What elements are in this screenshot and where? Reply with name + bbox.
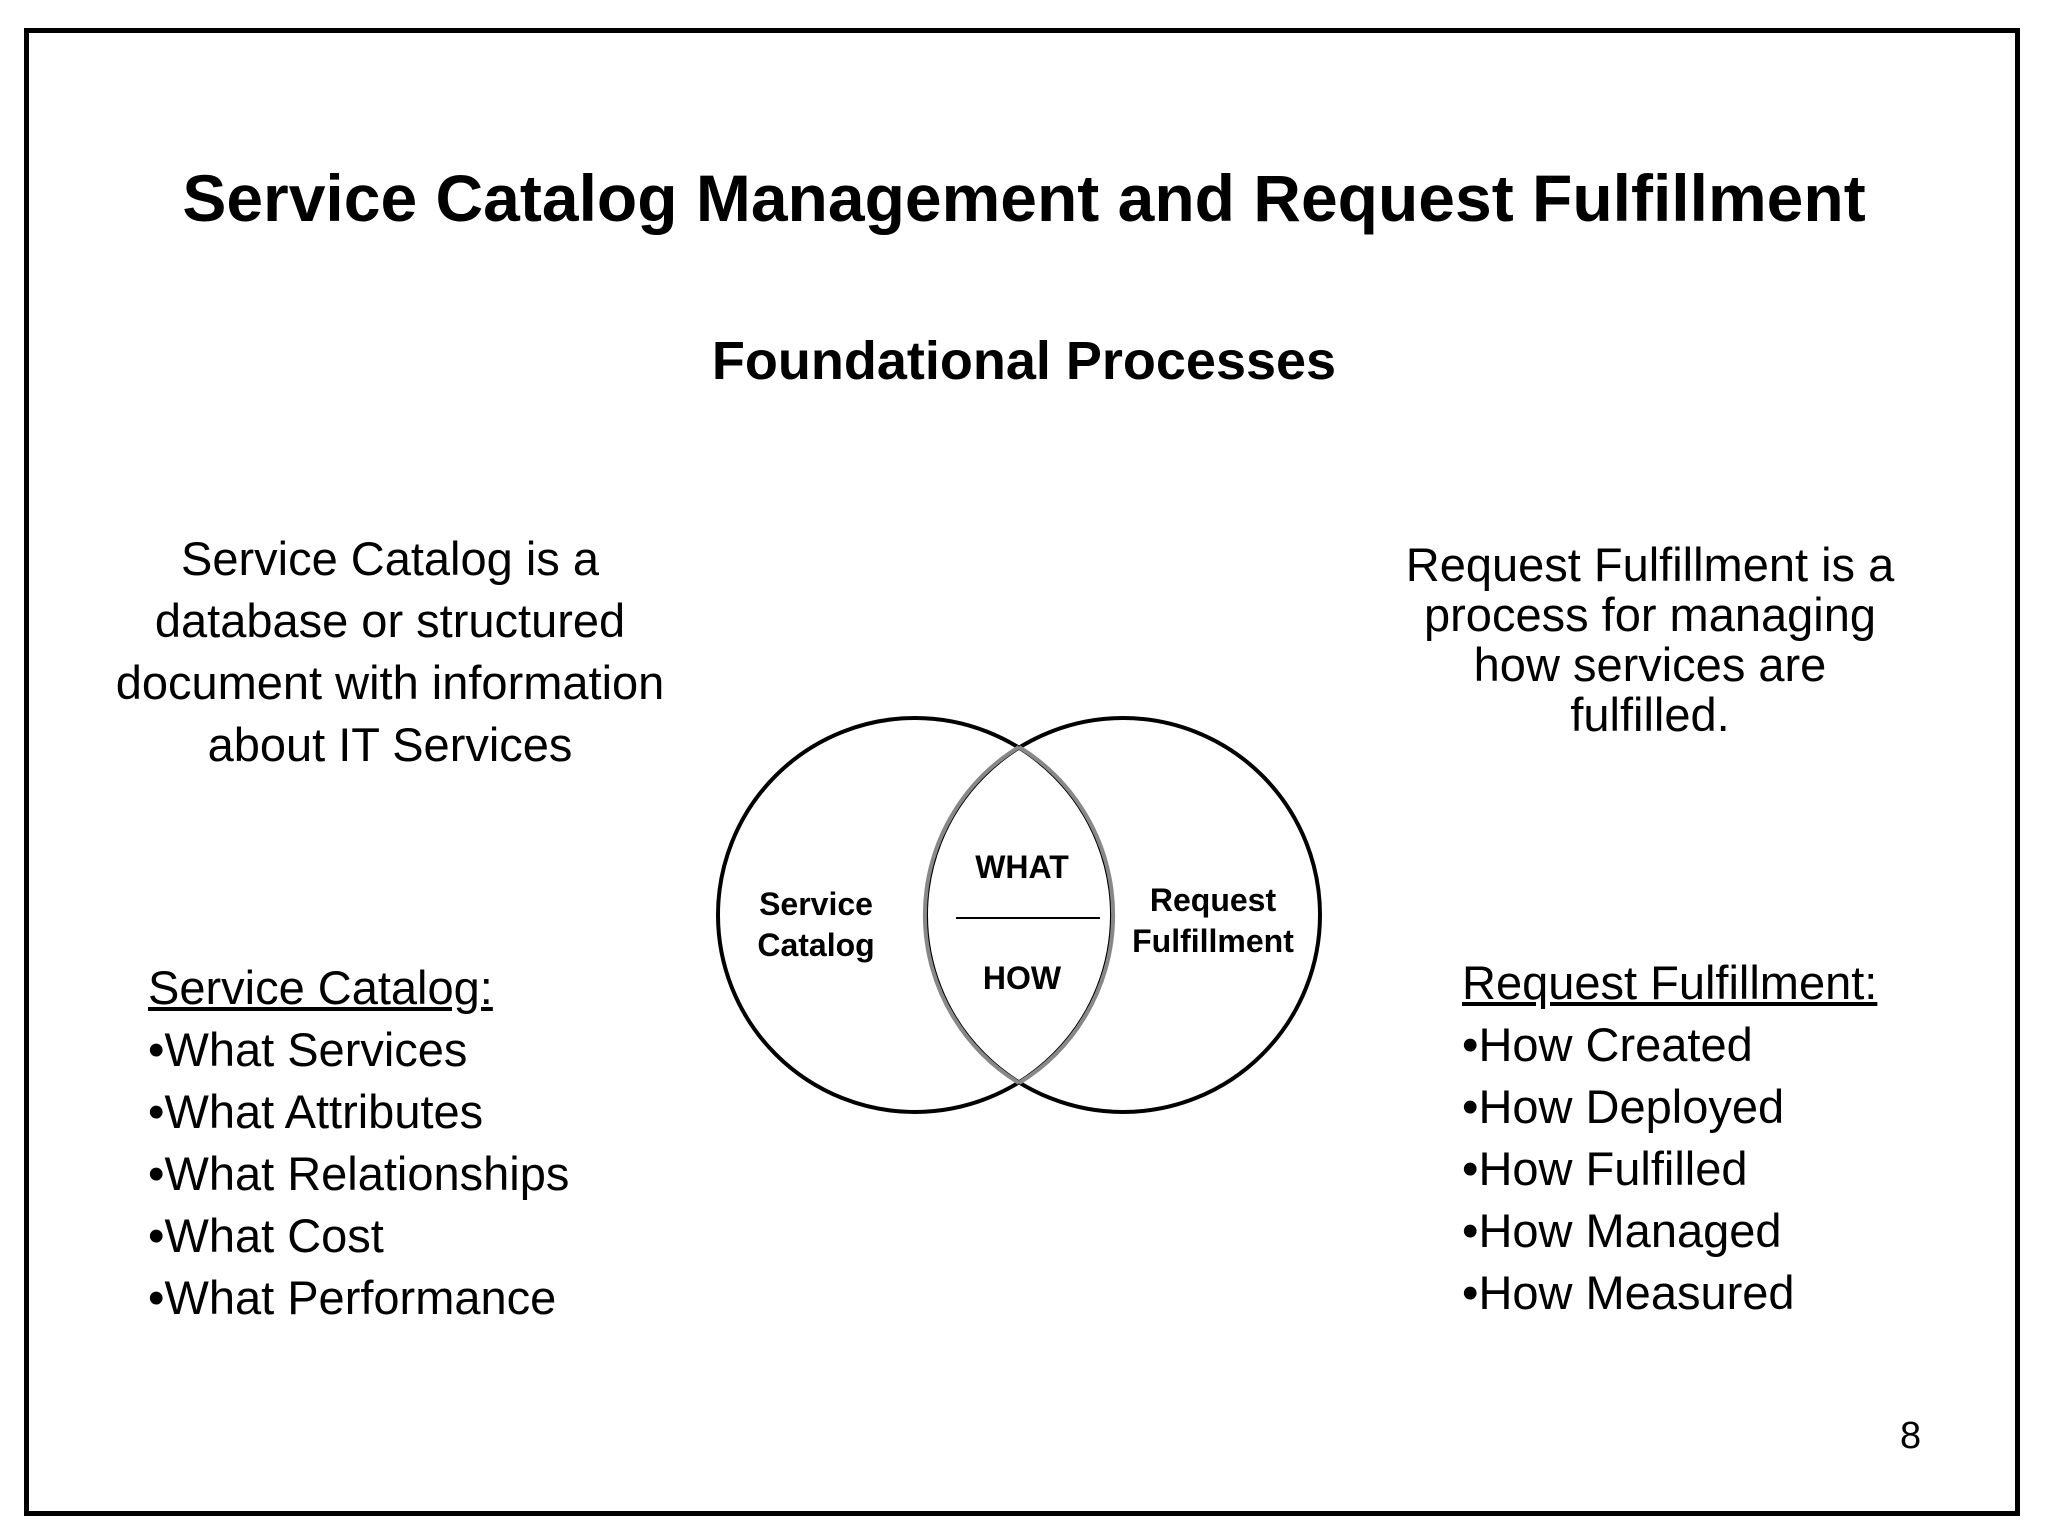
page-number: 8 (1900, 1415, 1922, 1457)
request-fulfillment-list: Request Fulfillment: •How Created •How D… (1462, 952, 1877, 1324)
description-line: about IT Services (207, 718, 573, 771)
request-fulfillment-description: Request Fulfillment is a process for man… (1320, 540, 1980, 740)
list-item: •What Cost (148, 1209, 384, 1262)
service-catalog-items: •What Services •What Attributes •What Re… (148, 1019, 569, 1329)
venn-diagram: Service Catalog Request Fulfillment WHAT… (716, 716, 1322, 1114)
venn-right-label-line2: Fulfillment (1132, 923, 1294, 959)
list-item: •How Created (1462, 1018, 1753, 1071)
list-item: •How Deployed (1462, 1080, 1785, 1133)
venn-center-how: HOW (983, 960, 1062, 996)
list-item: •What Attributes (148, 1085, 484, 1138)
list-item: •What Performance (148, 1271, 557, 1324)
slide-title: Service Catalog Management and Request F… (182, 161, 1866, 235)
venn-center-what: WHAT (975, 849, 1069, 885)
overlap-right-arc (1017, 745, 1116, 1085)
service-catalog-list: Service Catalog: •What Services •What At… (148, 957, 569, 1329)
list-item: •What Services (148, 1023, 468, 1076)
description-line: database or structured (154, 594, 626, 647)
venn-right-label-line1: Request (1150, 882, 1277, 918)
list-item: •How Measured (1462, 1266, 1795, 1319)
slide-subtitle: Foundational Processes (711, 331, 1337, 391)
list-item: •How Fulfilled (1462, 1142, 1748, 1195)
description-line: how services are (1473, 638, 1827, 691)
description-line: Request Fulfillment is a (1405, 538, 1895, 591)
description-line: document with information (115, 656, 665, 709)
service-catalog-list-heading: Service Catalog: (148, 961, 493, 1014)
venn-left-label-line2: Catalog (757, 927, 874, 963)
description-line: fulfilled. (1570, 688, 1730, 741)
description-line: Service Catalog is a (181, 532, 599, 585)
description-line: process for managing (1424, 588, 1876, 641)
overlap-left-arc (922, 745, 1021, 1085)
request-fulfillment-items: •How Created •How Deployed •How Fulfille… (1462, 1014, 1877, 1324)
request-fulfillment-list-heading: Request Fulfillment: (1462, 956, 1878, 1009)
venn-left-label-line1: Service (759, 886, 873, 922)
list-item: •How Managed (1462, 1204, 1782, 1257)
list-item: •What Relationships (148, 1147, 570, 1200)
slide-frame (24, 28, 2020, 1516)
service-catalog-description: Service Catalog is a database or structu… (60, 528, 720, 776)
